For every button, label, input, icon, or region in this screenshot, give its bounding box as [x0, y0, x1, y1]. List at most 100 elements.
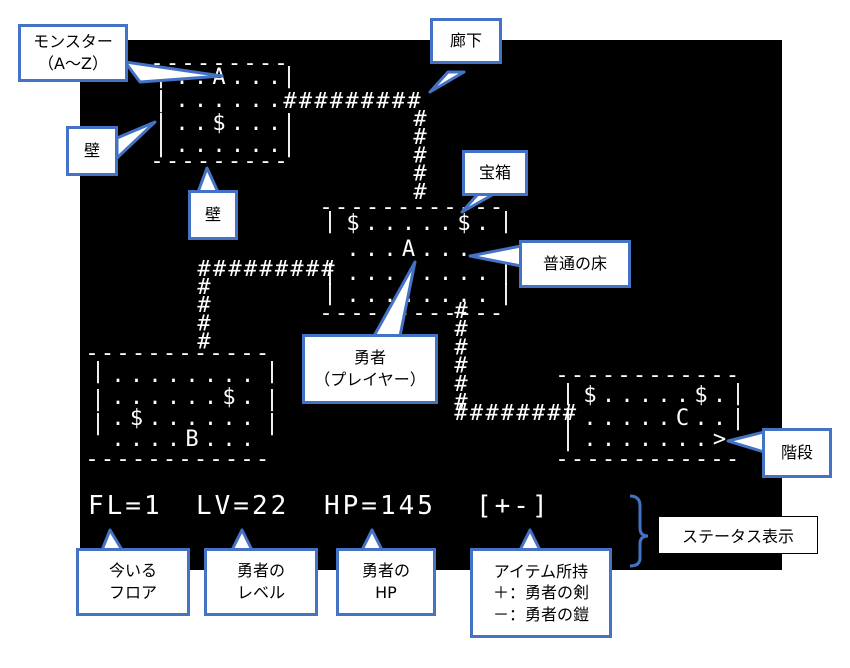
wall-v: |	[154, 111, 167, 136]
wall-h: -	[710, 447, 723, 472]
floor-tile: .	[268, 133, 281, 158]
floor-tile: .	[639, 406, 652, 431]
treasure: $	[222, 385, 235, 410]
treasure: $	[694, 383, 707, 408]
floor-tile: .	[365, 211, 378, 236]
floor-tile: .	[657, 406, 670, 431]
callout-floor-tile: 普通の床	[519, 240, 631, 288]
wall-h: -	[602, 363, 615, 388]
wall-h: -	[381, 195, 394, 220]
treasure: $	[457, 211, 470, 236]
corridor-tile: #	[299, 89, 313, 114]
floor-tile: .	[402, 211, 415, 236]
floor-tile: .	[476, 261, 489, 286]
floor-tile: .	[175, 111, 188, 136]
wall-h: -	[212, 51, 225, 76]
tail-lv	[230, 528, 254, 552]
floor-tile: .	[249, 88, 262, 113]
floor-tile: .	[383, 237, 396, 262]
corridor-tile: #	[470, 401, 484, 426]
corridor-tile: #	[330, 89, 344, 114]
wall-h: -	[101, 341, 114, 366]
wall-h: -	[366, 195, 379, 220]
tail-treasure	[460, 192, 496, 214]
floor-tile: .	[657, 383, 670, 408]
wall-h: -	[443, 195, 456, 220]
floor-tile: .	[268, 111, 281, 136]
wall-h: -	[243, 149, 256, 174]
tail-hp	[360, 528, 384, 552]
floor-tile: .	[175, 88, 188, 113]
wall-h: -	[116, 447, 129, 472]
wall-h: -	[256, 447, 269, 472]
floor-tile: .	[583, 406, 596, 431]
floor-tile: .	[420, 283, 433, 308]
floor-tile: .	[365, 237, 378, 262]
tail-fl	[100, 528, 124, 552]
wall-h: -	[586, 363, 599, 388]
floor-tile: .	[204, 406, 217, 431]
floor-tile: .	[713, 406, 726, 431]
wall-v: |	[91, 359, 104, 384]
corridor-tile: #	[306, 257, 320, 282]
wall-v: |	[91, 387, 104, 412]
status-brace	[629, 494, 649, 568]
floor-tile: .	[148, 406, 161, 431]
wall-h: -	[259, 51, 272, 76]
floor-tile: .	[111, 363, 124, 388]
wall-v: |	[323, 209, 336, 234]
floor-tile: .	[346, 283, 359, 308]
floor-tile: .	[222, 363, 235, 388]
wall-h: -	[412, 195, 425, 220]
floor-tile: .	[420, 237, 433, 262]
corridor-tile: #	[197, 275, 211, 300]
tail-stairs	[726, 430, 766, 454]
wall-h: -	[212, 149, 225, 174]
wall-h: -	[335, 301, 348, 326]
wall-v: |	[282, 64, 295, 89]
player: A	[402, 237, 415, 262]
floor-tile: .	[249, 65, 262, 90]
callout-wall-left: 壁	[66, 126, 118, 176]
wall-h: -	[116, 341, 129, 366]
wall-h: -	[85, 341, 98, 366]
floor-tile: .	[457, 261, 470, 286]
wall-h: -	[586, 447, 599, 472]
wall-h: -	[197, 51, 210, 76]
callout-hero-hp: 勇者の HP	[336, 548, 436, 616]
floor-tile: .	[420, 261, 433, 286]
wall-v: |	[282, 133, 295, 158]
wall-v: |	[499, 261, 512, 286]
status-items: [+-]	[476, 491, 551, 521]
callout-corridor: 廊下	[430, 18, 502, 64]
treasure: $	[130, 406, 143, 431]
corridor-tile: #	[454, 335, 468, 360]
corridor-tile: #	[228, 257, 242, 282]
floor-tile: .	[194, 133, 207, 158]
wall-v: |	[499, 281, 512, 306]
floor-tile: .	[676, 383, 689, 408]
floor-tile: .	[185, 406, 198, 431]
wall-h: -	[85, 447, 98, 472]
callout-player: 勇者 （プレイヤー）	[302, 334, 438, 404]
corridor-tile: #	[454, 372, 468, 397]
wall-h: -	[166, 149, 179, 174]
callout-current-floor: 今いる フロア	[76, 548, 190, 616]
wall-v: |	[561, 381, 574, 406]
corridor-tile: #	[290, 257, 304, 282]
wall-h: -	[256, 341, 269, 366]
wall-h: -	[101, 447, 114, 472]
wall-h: -	[474, 301, 487, 326]
corridor-tile: #	[563, 401, 577, 426]
corridor-tile: #	[547, 401, 561, 426]
status-bar: FL=1 LV=22 HP=145 [+-]	[88, 488, 548, 524]
game-screen	[80, 40, 782, 570]
floor-tile: .	[185, 385, 198, 410]
wall-h: -	[571, 447, 584, 472]
corridor-tile: #	[283, 89, 297, 114]
wall-h: -	[228, 149, 241, 174]
wall-h: -	[664, 363, 677, 388]
wall-v: |	[731, 381, 744, 406]
wall-h: -	[335, 195, 348, 220]
wall-h: -	[194, 341, 207, 366]
